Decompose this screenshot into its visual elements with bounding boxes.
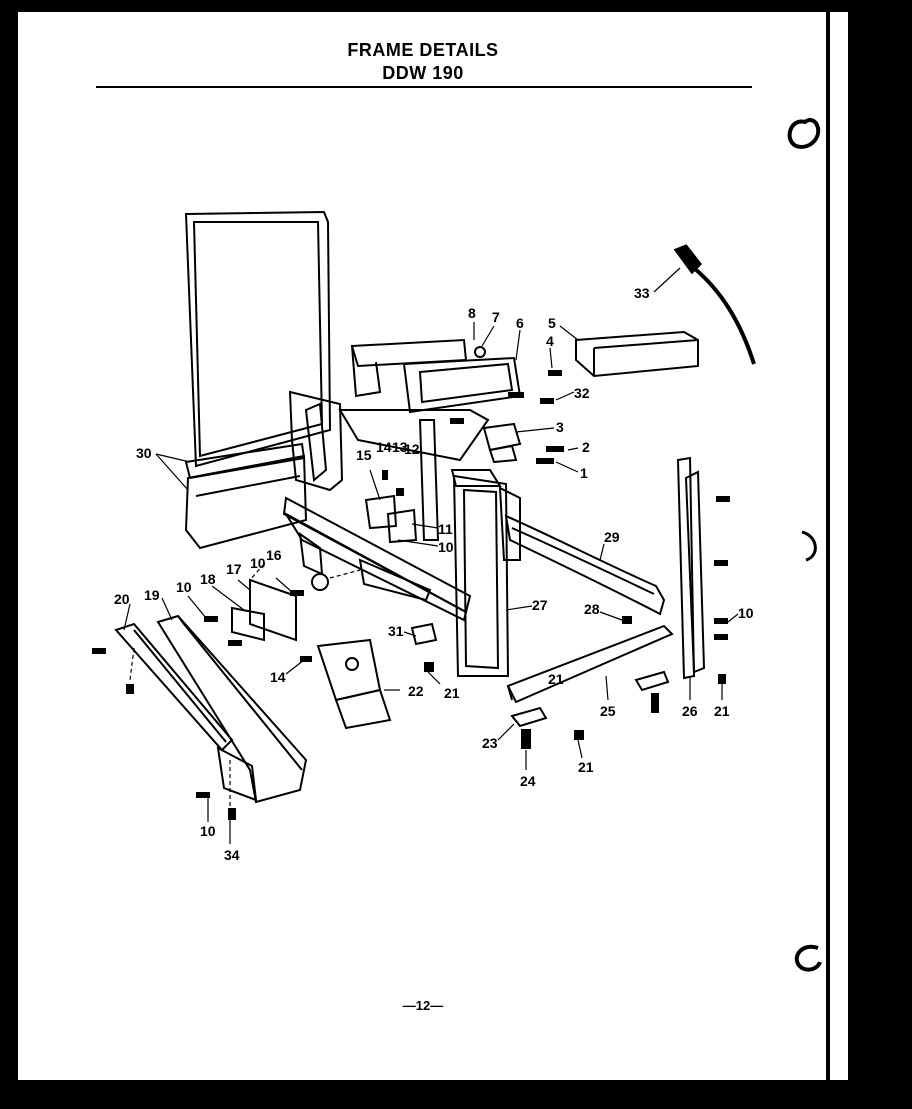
callout-32: 32: [574, 385, 590, 401]
callout-21-d: 21: [548, 671, 564, 687]
bracket-part-5: [575, 330, 699, 378]
terminal-block: [482, 422, 522, 464]
callout-15: 15: [356, 447, 372, 463]
model-number: DDW 190: [382, 63, 464, 83]
front-panel: [184, 210, 332, 550]
callout-28: 28: [584, 601, 600, 617]
callout-10-c: 10: [176, 579, 192, 595]
callout-10-a: 10: [438, 539, 454, 555]
callout-10-d: 10: [200, 823, 216, 839]
control-panel: [350, 338, 522, 414]
parts-sheet: [18, 12, 848, 1080]
callout-14-b: 14: [270, 669, 286, 685]
callout-labels: 1 2 3 4 5 6 7 8 10 10 10 10 10 11 12 13 …: [114, 285, 754, 863]
callout-22: 22: [408, 683, 424, 699]
callout-29: 29: [604, 529, 620, 545]
leveling-leg: [410, 622, 670, 749]
binder-hole-bottom: [794, 944, 822, 972]
callout-7: 7: [492, 309, 500, 325]
callout-24: 24: [520, 773, 536, 789]
callout-21-b: 21: [578, 759, 594, 775]
page-number: —12—: [402, 998, 444, 1013]
callout-26: 26: [682, 703, 698, 719]
callout-16: 16: [266, 547, 282, 563]
power-cord: [673, 244, 756, 365]
callout-31: 31: [388, 623, 404, 639]
side-strip: [676, 456, 706, 680]
sheet-border: [826, 0, 830, 1109]
toe-plate: [114, 614, 308, 804]
binder-hole-top: [787, 118, 821, 149]
callout-17: 17: [226, 561, 242, 577]
screw-icon: [92, 370, 730, 820]
callout-33: 33: [634, 285, 650, 301]
callout-30: 30: [136, 445, 152, 461]
title-underline: [96, 86, 752, 88]
callout-27: 27: [532, 597, 548, 613]
callout-1: 1: [580, 465, 588, 481]
callout-10-b: 10: [250, 555, 266, 571]
bottom-rail: [506, 624, 674, 704]
hinge-assembly: [316, 638, 392, 730]
callout-18: 18: [200, 571, 216, 587]
relay-bracket: [364, 494, 418, 544]
page-title: FRAME DETAILS: [347, 40, 499, 60]
callout-6: 6: [516, 315, 524, 331]
callout-23: 23: [482, 735, 498, 751]
callout-21-c: 21: [714, 703, 730, 719]
frame-assembly: [282, 390, 521, 677]
callout-4: 4: [546, 333, 554, 349]
callout-21-a: 21: [444, 685, 460, 701]
mount-plate: [231, 573, 329, 642]
callout-34: 34: [224, 847, 240, 863]
callout-14-a: 14: [376, 439, 392, 455]
leader-lines: [123, 267, 739, 844]
callout-8: 8: [468, 305, 476, 321]
callout-12: 12: [404, 441, 420, 457]
callout-20: 20: [114, 591, 130, 607]
callout-3: 3: [556, 419, 564, 435]
binder-hole-middle: [801, 530, 817, 562]
callout-13: 13: [392, 439, 408, 455]
callout-10-e: 10: [738, 605, 754, 621]
callout-5: 5: [548, 315, 556, 331]
side-rail: [504, 514, 666, 616]
callout-25: 25: [600, 703, 616, 719]
callout-19: 19: [144, 587, 160, 603]
callout-2: 2: [582, 439, 590, 455]
callout-11: 11: [438, 521, 453, 537]
